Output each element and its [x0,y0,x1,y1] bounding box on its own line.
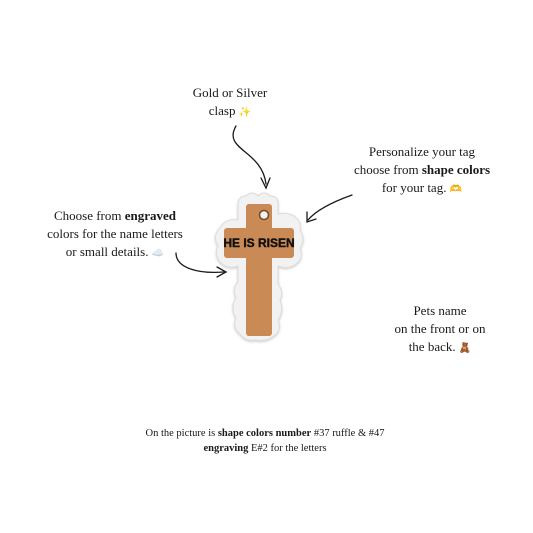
shape-line2-bold: shape colors [421,162,491,177]
cloud-icon: ☁️ [151,248,165,259]
engraved-line3: or small details. [65,244,149,259]
teddy-bear-icon: 🧸 [458,343,472,354]
arrows [175,125,353,278]
engraving-text: HE IS RISEN [223,236,294,250]
caption-line1-bold: shape colors number [217,428,312,439]
clasp-line1: Gold or Silver [192,85,268,100]
engraved-line2: colors for the name letters [47,226,183,241]
caption-line1-suffix: #37 ruffle & #47 [311,428,385,439]
cross-horizontal [224,228,294,258]
arrow-shape [307,194,353,221]
caption-line1-prefix: On the picture is [145,428,218,439]
arrow-engraved-head [216,266,228,278]
pets-line2: on the front or on [394,321,486,336]
cross-vertical [246,204,272,336]
pets-line1: Pets name [413,303,467,318]
arrow-clasp-head [260,177,271,190]
shape-colors-callout: Personalize your tag choose from shape c… [322,143,522,199]
arrow-clasp [232,125,267,185]
clasp-line2: clasp [208,103,236,118]
sparkles-icon: ✨ [238,107,252,118]
shape-line3: for your tag. [381,180,447,195]
engraved-line1-bold: engraved [124,208,177,223]
pets-name-callout: Pets name on the front or on the back. 🧸 [370,302,510,358]
pets-line3: the back. [408,339,456,354]
clasp-callout: Gold or Silver clasp ✨ [170,84,290,122]
clasp-hole-icon [258,209,270,221]
caption-line2-bold: engraving [203,443,249,454]
shape-line1: Personalize your tag [368,144,476,159]
shape-line2-prefix: choose from [353,162,422,177]
engraved-colors-callout: Choose from engraved colors for the name… [20,207,210,263]
arrow-engraved [175,252,225,274]
engraved-line1-prefix: Choose from [53,208,125,223]
cross-tag: HE IS RISEN [223,204,295,336]
caption-line2-suffix: E#2 for the letters [248,443,327,454]
heart-hands-icon: 🫶 [449,184,463,195]
caption: On the picture is shape colors number #3… [60,426,470,456]
arrow-shape-head [306,211,317,223]
